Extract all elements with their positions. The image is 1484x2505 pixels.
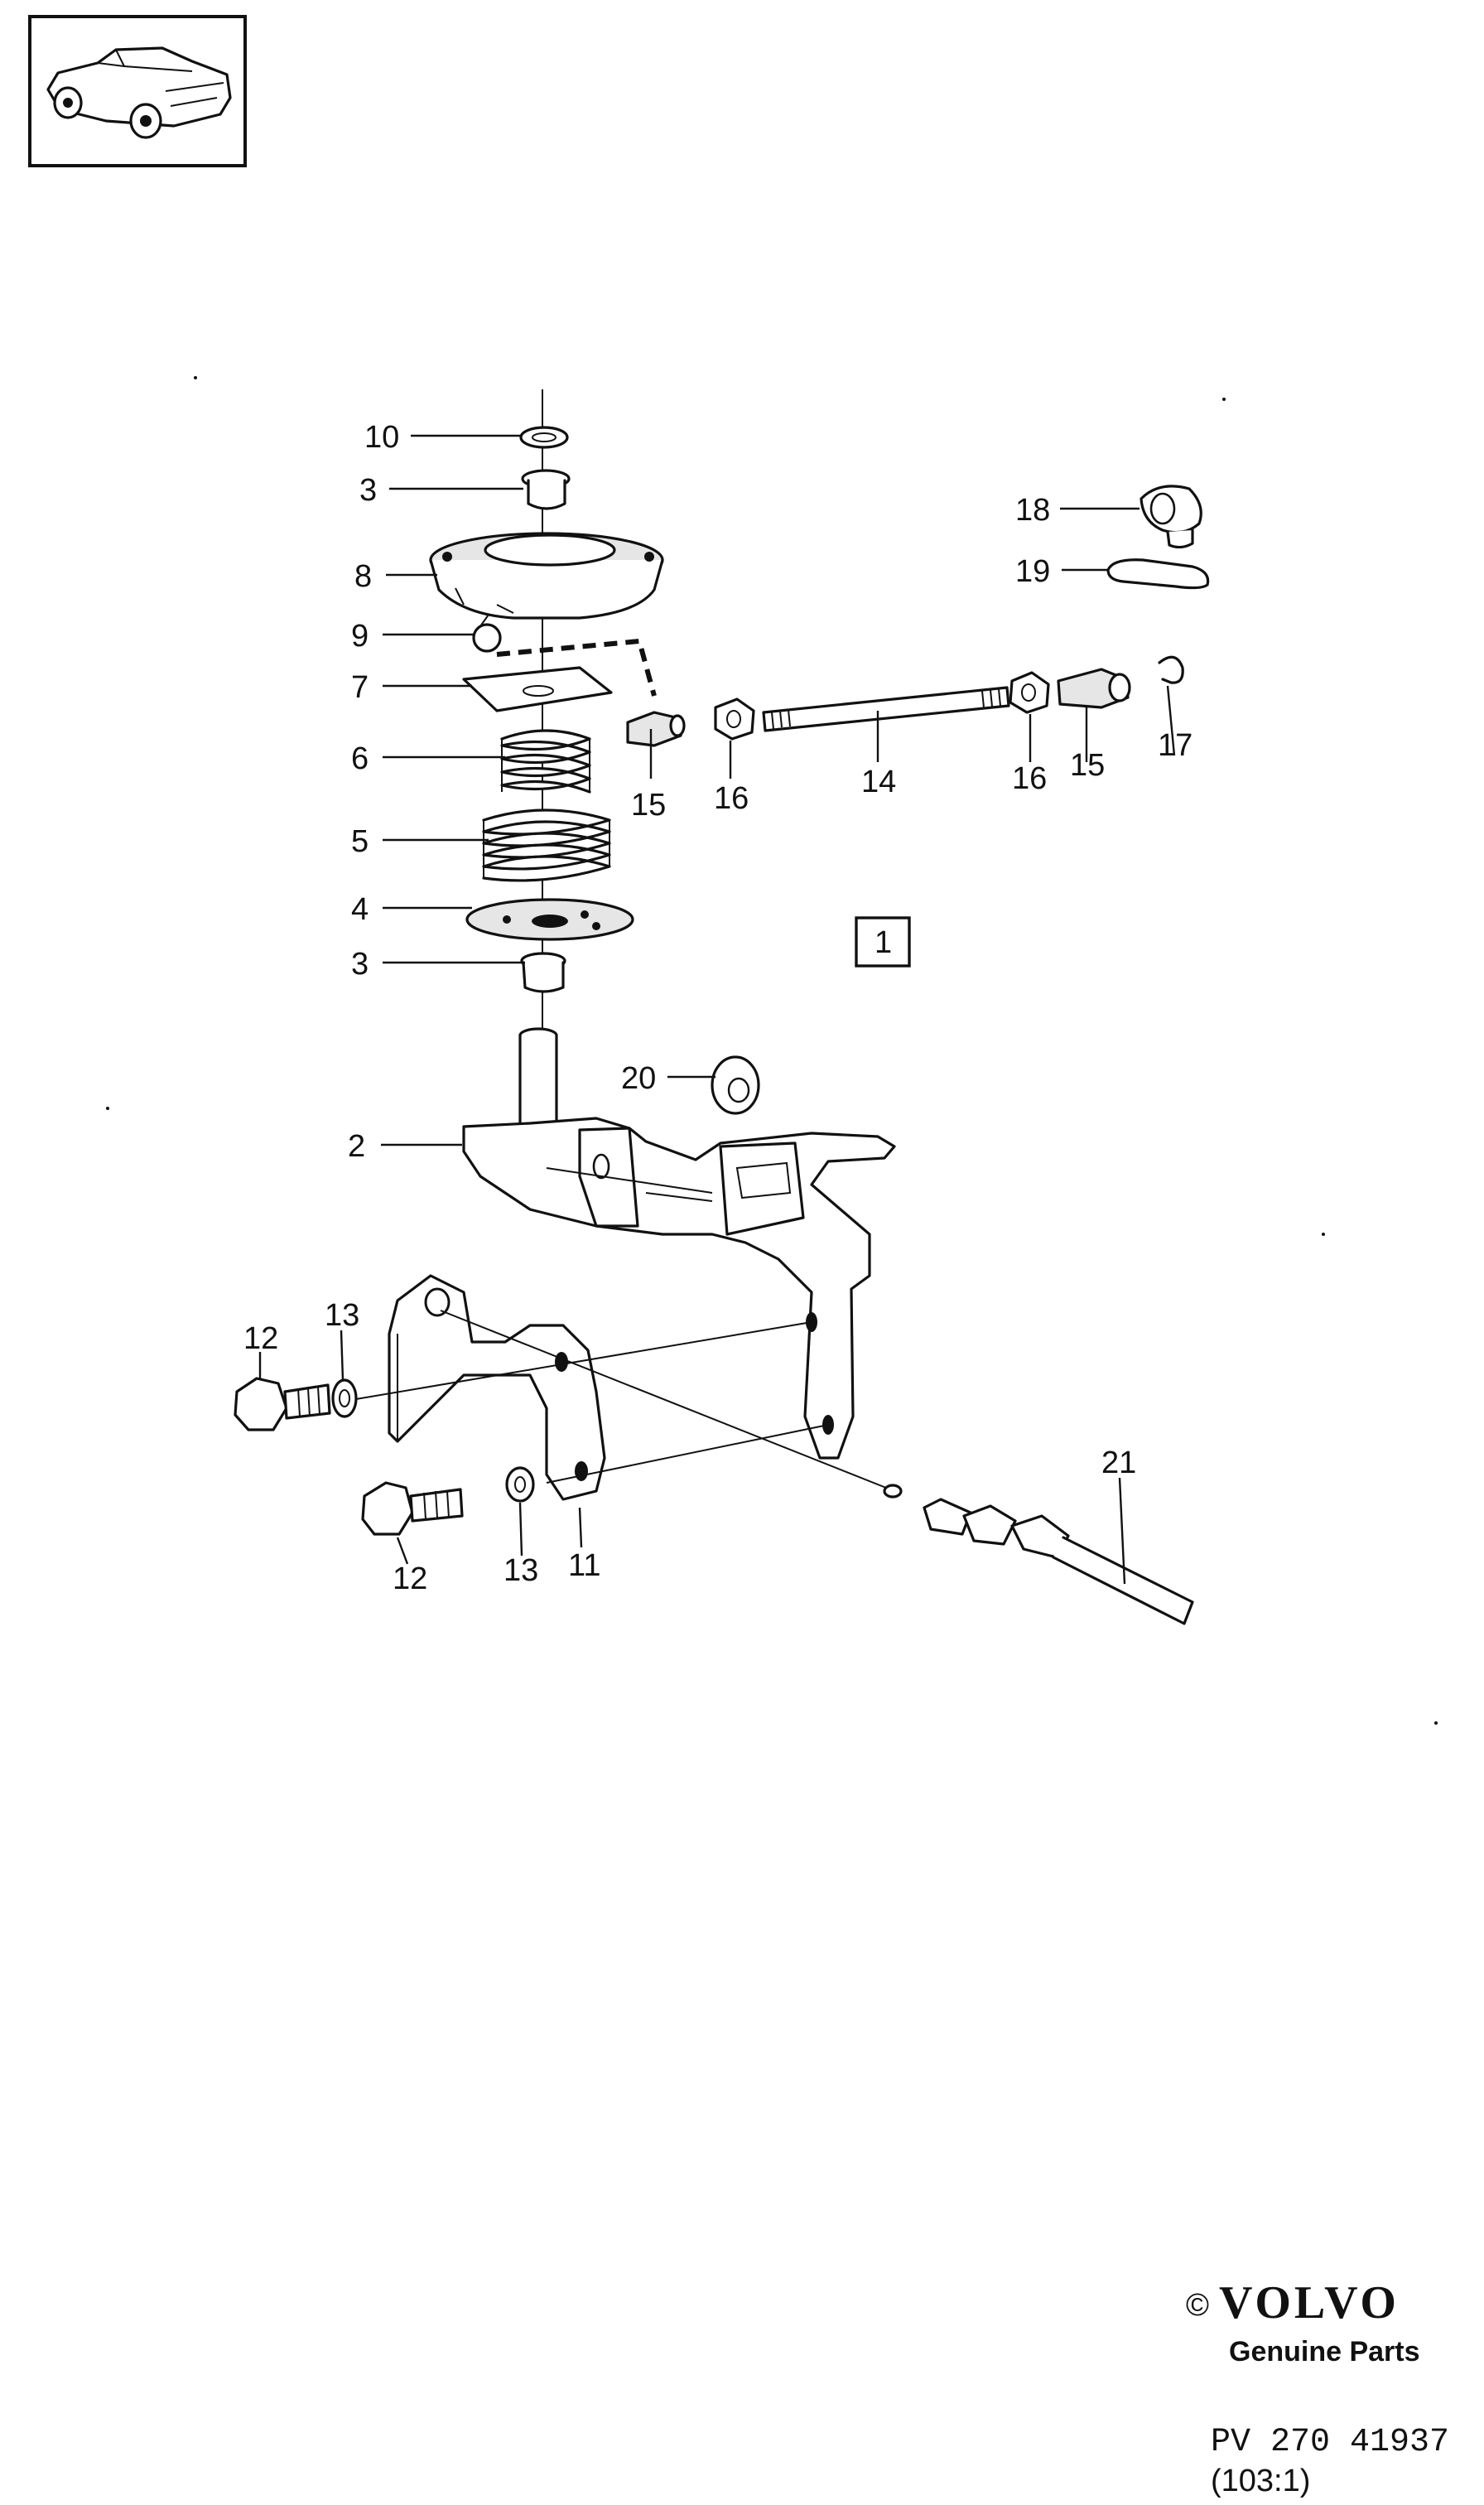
car-thumbnail: [28, 15, 247, 167]
callout-7: 7: [351, 670, 369, 705]
part-21-cable: [883, 1484, 1194, 1625]
part-8-housing: [429, 532, 664, 620]
callout-13-lower: 13: [504, 1553, 538, 1588]
callout-15-right: 15: [1070, 748, 1105, 783]
part-16-nut-right: [1009, 671, 1050, 714]
group-box-1: 1: [855, 916, 911, 968]
copyright-symbol: ©: [1186, 2288, 1209, 2323]
part-15-rod-end-right: [1057, 668, 1131, 709]
callout-14: 14: [861, 765, 896, 799]
document-sub-reference: (103:1): [1211, 2464, 1311, 2498]
part-7-disc: [462, 666, 613, 712]
car-sedan-icon: [46, 46, 232, 139]
leader-lines: [258, 434, 1176, 1585]
callout-12-upper: 12: [243, 1321, 278, 1356]
part-13-washer-upper: [331, 1378, 358, 1418]
callout-8: 8: [354, 559, 372, 594]
callout-2: 2: [348, 1129, 365, 1164]
callout-6: 6: [351, 741, 369, 776]
part-12-bolt-upper: [234, 1377, 331, 1431]
shaft: [518, 1027, 558, 1137]
part-16-nut-left: [714, 697, 755, 741]
group-box-label: 1: [874, 925, 892, 960]
part-3-bushing-top: [521, 469, 571, 510]
part-10-circlip: [519, 426, 569, 449]
part-20-bush: [711, 1055, 760, 1115]
volvo-logo: VOLVO: [1219, 2277, 1400, 2329]
callout-9: 9: [351, 619, 369, 654]
genuine-parts-tagline: Genuine Parts: [1229, 2336, 1420, 2367]
part-11-mounting-bracket: [388, 1274, 606, 1501]
part-13-washer-lower: [505, 1466, 535, 1503]
callout-16-left: 16: [714, 781, 749, 816]
callout-19: 19: [1015, 554, 1050, 589]
part-19-gasket: [1106, 558, 1210, 590]
document-reference: PV 270 41937: [1211, 2424, 1450, 2461]
part-4-plate: [465, 898, 634, 941]
callout-17: 17: [1158, 728, 1192, 763]
callout-16-right: 16: [1012, 761, 1047, 796]
callout-15-left: 15: [631, 788, 666, 823]
callout-5: 5: [351, 824, 369, 859]
callout-10: 10: [364, 420, 399, 455]
callout-21: 21: [1101, 1446, 1136, 1480]
callout-18: 18: [1015, 493, 1050, 528]
callout-13-upper: 13: [325, 1298, 359, 1333]
part-3-bushing-bottom: [520, 952, 566, 993]
callout-12-lower: 12: [393, 1561, 427, 1596]
part-2-bracket: [462, 1117, 896, 1460]
part-12-bolt-lower: [361, 1481, 464, 1536]
callout-labels: 10 3 8 9 7 6 5 4 3 2 20 18 19 15 16 14 1…: [243, 420, 1192, 1596]
callout-20: 20: [621, 1061, 656, 1096]
callout-4: 4: [351, 892, 369, 927]
part-6-small-spring: [500, 729, 591, 794]
part-9-ball-stud: [472, 614, 502, 653]
callout-3-bottom: 3: [351, 947, 369, 982]
part-18-knob: [1140, 485, 1202, 549]
part-15-rod-end-left: [626, 711, 686, 747]
part-14-threaded-rod: [762, 686, 1010, 732]
callout-3-top: 3: [359, 473, 377, 508]
part-17-clip: [1158, 655, 1184, 684]
callout-11: 11: [568, 1548, 600, 1583]
part-5-large-spring: [482, 808, 611, 882]
